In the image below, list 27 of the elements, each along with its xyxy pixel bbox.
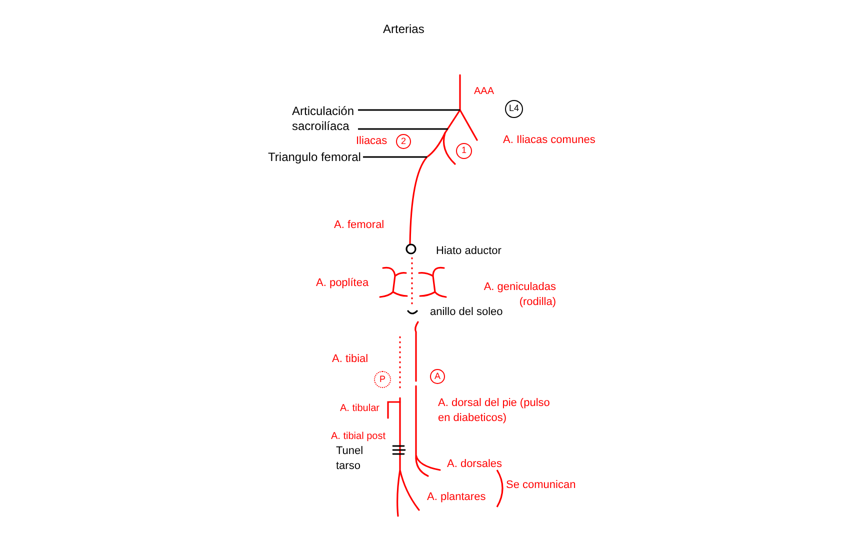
circled-marker: P — [374, 371, 391, 388]
leader-text: Articulación sacroilíaca — [292, 101, 358, 137]
node-caption: A. dorsal del pie (pulso en diabeticos) — [438, 396, 550, 426]
label: A. plantares — [427, 490, 486, 505]
leader-text: Triangulo femoral — [266, 149, 363, 165]
label: A. tibular — [340, 402, 380, 416]
label: A. poplítea — [316, 276, 369, 291]
label: Tunel tarso — [336, 444, 364, 474]
circled-marker: 2 — [396, 134, 411, 149]
circled-marker: 1 — [456, 143, 472, 159]
leader-line — [358, 109, 460, 111]
label: A. geniculadas (rodilla) — [484, 280, 556, 308]
label: Hiato aductor — [436, 244, 502, 259]
leader-line — [363, 156, 427, 158]
node-caption: A. tibial — [332, 352, 368, 367]
circled-marker: A — [430, 369, 445, 384]
label: A. Iliacas comunes — [503, 133, 596, 148]
label: Se comunican — [506, 478, 576, 493]
circled-marker: L4 — [505, 100, 523, 118]
leader-line — [358, 128, 448, 130]
title: Arterias — [383, 21, 424, 38]
label: AAA — [474, 85, 494, 99]
label: A. dorsales — [447, 457, 502, 472]
label: A. femoral — [334, 218, 384, 233]
node-caption: Iliacas — [356, 134, 388, 149]
label: A. tibial post — [331, 430, 386, 444]
label: anillo del soleo — [430, 305, 503, 320]
